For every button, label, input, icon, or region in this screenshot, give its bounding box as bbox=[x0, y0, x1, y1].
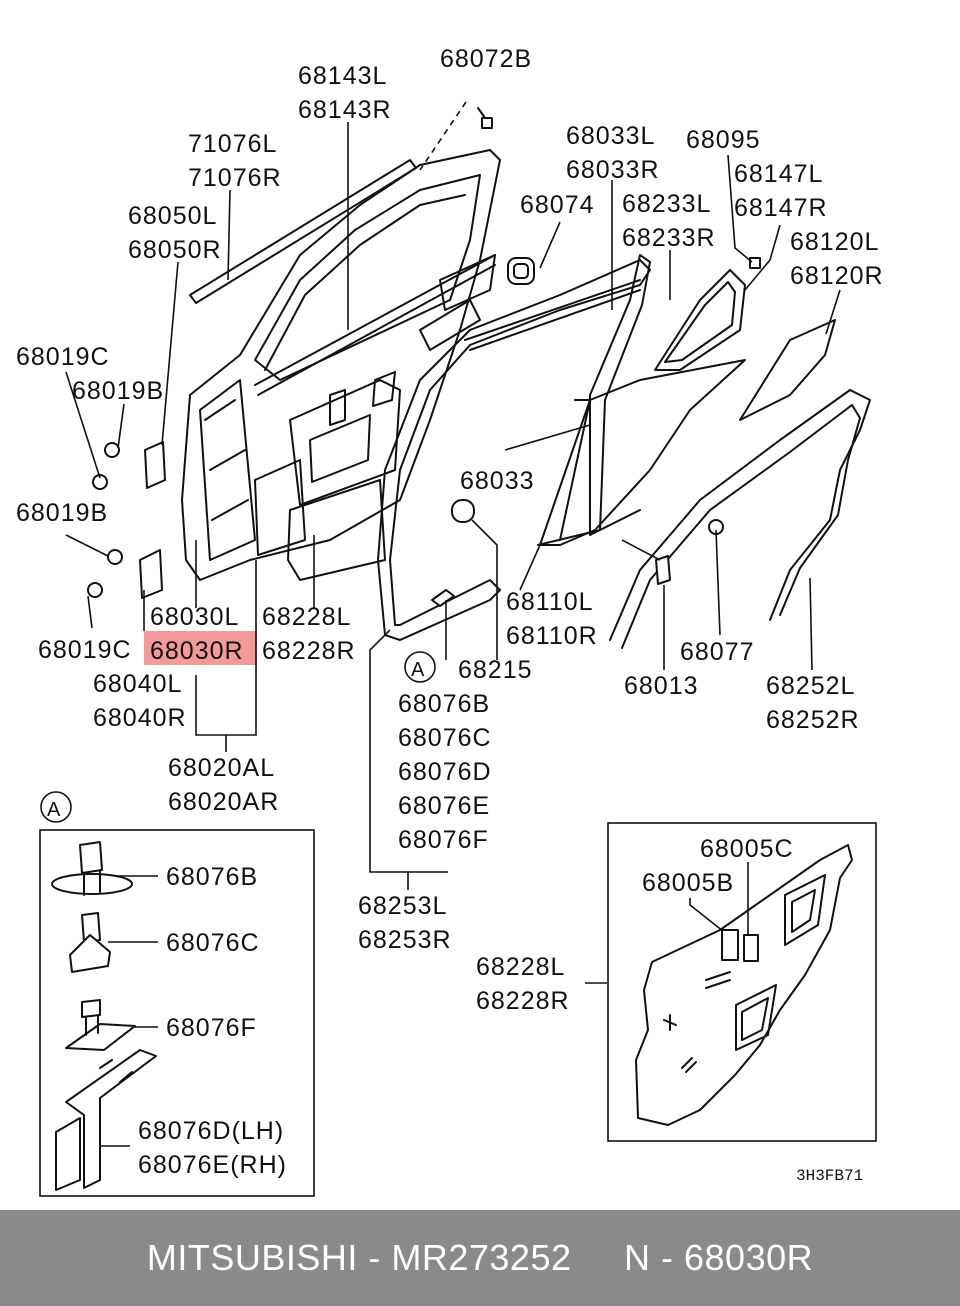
label-68019B-b: 68019B bbox=[16, 499, 108, 527]
label-68030L: 68030L bbox=[150, 603, 239, 631]
label-68120L: 68120L bbox=[790, 228, 879, 256]
opening-weatherstrip-drawing bbox=[609, 389, 871, 649]
label-68147L: 68147L bbox=[734, 160, 823, 188]
inset-a-marker: A bbox=[47, 799, 61, 821]
n-prefix: N - bbox=[624, 1237, 685, 1278]
label-68019C-a: 68019C bbox=[16, 343, 110, 371]
label-68072B: 68072B bbox=[440, 45, 532, 73]
door-glass-drawing bbox=[539, 359, 746, 546]
label-68076E-list: 68076E bbox=[398, 792, 490, 820]
quarter-frame-drawing bbox=[654, 269, 746, 371]
label-68040L: 68040L bbox=[93, 670, 182, 698]
label-68033: 68033 bbox=[460, 467, 535, 495]
highlight-box bbox=[144, 631, 257, 665]
label-68253L: 68253L bbox=[358, 892, 447, 920]
label-68013: 68013 bbox=[624, 672, 699, 700]
quarter-glass-drawing bbox=[739, 319, 836, 421]
label-68252R: 68252R bbox=[766, 706, 860, 734]
label-68076F-inset: 68076F bbox=[166, 1014, 257, 1042]
footer-bar: MITSUBISHI - MR273252 N - 68030R bbox=[0, 1210, 960, 1306]
label-68040R: 68040R bbox=[93, 704, 187, 732]
label-68033R: 68033R bbox=[566, 156, 660, 184]
footer-gap bbox=[572, 1237, 625, 1279]
label-68110L: 68110L bbox=[506, 588, 594, 616]
label-71076L: 71076L bbox=[188, 130, 277, 158]
label-71076R: 71076R bbox=[188, 164, 282, 192]
trim-board-inset: 68005C 68005B 68228L 68228R bbox=[476, 822, 877, 1142]
reference-number: 68030R bbox=[684, 1237, 814, 1278]
label-68076C-list: 68076C bbox=[398, 724, 492, 752]
label-68076B-list: 68076B bbox=[398, 690, 490, 718]
door-shell-drawing bbox=[181, 149, 501, 581]
brand-name: MITSUBISHI bbox=[146, 1237, 358, 1278]
label-68020AR: 68020AR bbox=[168, 788, 279, 816]
label-68074: 68074 bbox=[520, 191, 595, 219]
label-68076C-inset: 68076C bbox=[166, 929, 260, 957]
leader-lines bbox=[65, 101, 841, 1147]
drawing-code: 3H3FB71 bbox=[796, 1167, 863, 1185]
footer-separator: - bbox=[357, 1237, 392, 1278]
label-68050L: 68050L bbox=[128, 202, 217, 230]
label-68076E-RH: 68076E(RH) bbox=[138, 1151, 287, 1179]
label-68228R-b: 68228R bbox=[476, 987, 570, 1015]
label-68147R: 68147R bbox=[734, 194, 828, 222]
label-68030R: 68030R bbox=[150, 637, 244, 665]
label-68253R: 68253R bbox=[358, 926, 452, 954]
label-68076F-list: 68076F bbox=[398, 826, 489, 854]
label-68228R-a: 68228R bbox=[262, 637, 356, 665]
label-68076D-list: 68076D bbox=[398, 758, 492, 786]
parts-diagram: 68143L 68143R 68072B 71076L 71076R 68050… bbox=[16, 45, 884, 1197]
label-68076D-LH: 68076D(LH) bbox=[138, 1117, 284, 1145]
label-68077: 68077 bbox=[680, 638, 755, 666]
label-68050R: 68050R bbox=[128, 236, 222, 264]
label-68233L: 68233L bbox=[622, 190, 711, 218]
label-68005C: 68005C bbox=[700, 835, 794, 863]
label-68110R: 68110R bbox=[506, 622, 598, 650]
callout-a: A bbox=[404, 651, 436, 683]
svg-text:A: A bbox=[411, 659, 425, 681]
inset-a: A 68076B 68076C 68076F 68076D(LH) 68076E… bbox=[39, 791, 315, 1197]
label-68020AL: 68020AL bbox=[168, 754, 275, 782]
label-68215: 68215 bbox=[458, 656, 533, 684]
label-68005B: 68005B bbox=[642, 869, 734, 897]
label-68143R: 68143R bbox=[298, 96, 392, 124]
label-68120R: 68120R bbox=[790, 262, 884, 290]
part-labels: 68143L 68143R 68072B 71076L 71076R 68050… bbox=[16, 45, 884, 954]
part-number: MR273252 bbox=[391, 1237, 572, 1278]
label-68228L-a: 68228L bbox=[262, 603, 351, 631]
label-68228L-b: 68228L bbox=[476, 953, 565, 981]
label-68095: 68095 bbox=[686, 126, 761, 154]
label-68076B-inset: 68076B bbox=[166, 863, 258, 891]
label-68252L: 68252L bbox=[766, 672, 855, 700]
label-68019B-a: 68019B bbox=[72, 377, 164, 405]
label-68233R: 68233R bbox=[622, 224, 716, 252]
label-68033L: 68033L bbox=[566, 122, 655, 150]
label-68019C-b: 68019C bbox=[38, 636, 132, 664]
small-parts-drawing bbox=[87, 107, 761, 607]
label-68143L: 68143L bbox=[298, 62, 387, 90]
